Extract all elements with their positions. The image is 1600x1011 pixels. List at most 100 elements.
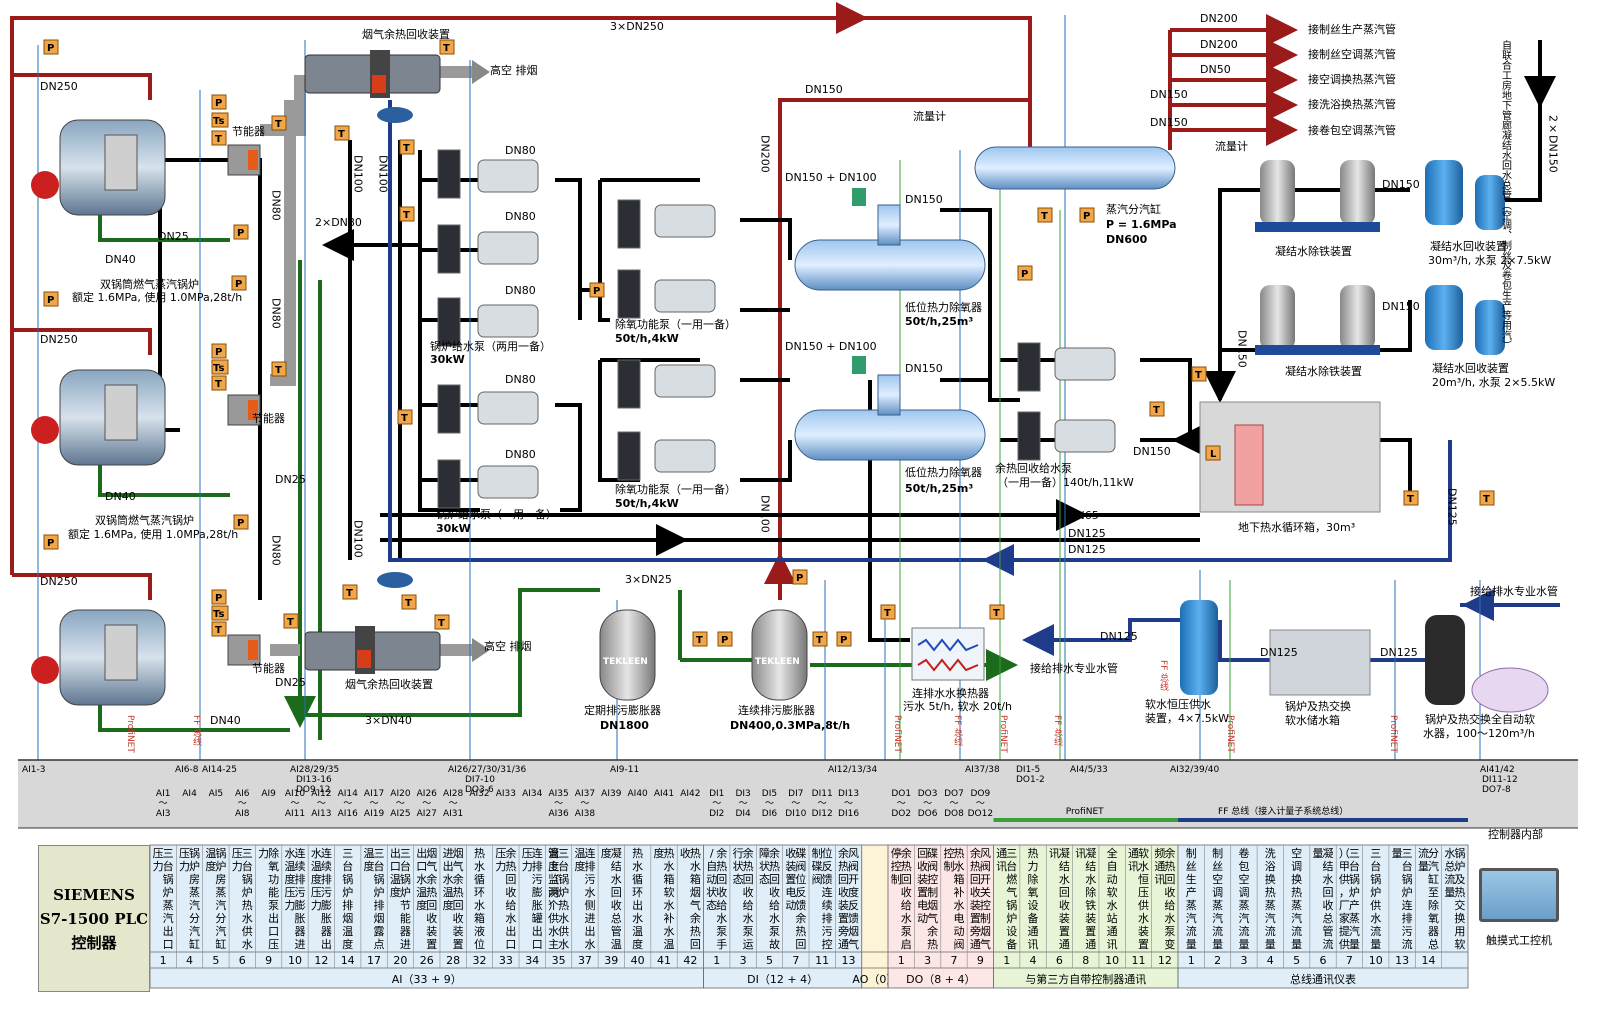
bus-io-8: DO3-6 (465, 785, 494, 795)
column-text: 缸 (215, 937, 226, 951)
label-header-dn: DN600 (1106, 233, 1148, 246)
column-text: 态 (759, 873, 770, 886)
sensor-t: T (1153, 405, 1160, 416)
column-text: 炉 (1370, 886, 1381, 899)
column-text: 余 (505, 846, 516, 860)
column-text: 循 (474, 873, 485, 886)
column-text: 压 (1138, 886, 1149, 899)
column-text: 连 (584, 847, 595, 860)
column-text: 台 (163, 859, 174, 873)
label-soft-storage2: 软水储水箱 (1285, 713, 1340, 727)
column-text: 装 (785, 860, 796, 873)
bus-io-7: DI7-10 (465, 775, 495, 785)
column-text: 量 (1238, 938, 1249, 951)
bus-io-12: DI1-5 (1016, 765, 1040, 775)
column-text: 三 (1402, 847, 1413, 860)
column-text: 回 (795, 938, 806, 951)
column-text: 及 (1454, 873, 1465, 886)
column-text: 收 (901, 885, 912, 899)
column-number: 37 (578, 954, 592, 967)
sensor-p: P (237, 518, 244, 529)
group-label: AO（0） (852, 973, 897, 986)
hmi-panel[interactable]: 触摸式工控机 (1478, 850, 1560, 970)
column-text: 连 (532, 847, 543, 860)
io-label: AI26 (417, 789, 438, 799)
steam-out-size-4: DN150 (1150, 116, 1188, 129)
column-text: 动 (953, 925, 964, 938)
column-text: 产 (1349, 898, 1360, 912)
flow-label-dn100-v: DN100 (759, 495, 772, 533)
io-label: ～ (791, 799, 800, 809)
column-text: 口 (268, 925, 279, 938)
sensor-p: P (215, 593, 222, 604)
column-text: 污 (584, 873, 595, 886)
column-text: 连 (294, 847, 305, 860)
column-text: 量 (1418, 860, 1429, 873)
io-label: AI37 (575, 789, 595, 799)
io-label: AI39 (601, 789, 622, 799)
column-text: 水 (953, 899, 964, 912)
label-iron-removal-a: 凝结水除铁装置 (1275, 244, 1352, 258)
column-text: 进 (584, 912, 595, 925)
column-text: 总 (1444, 859, 1455, 873)
column-number: 9 (265, 954, 272, 967)
label-flue-bottom: 烟气余热回收装置 (345, 677, 433, 691)
column-text: 凝 (1059, 846, 1070, 860)
column-text: 泵 (901, 925, 912, 938)
bus-io-16: AI41/42 (1480, 765, 1515, 775)
column-text: 回 (426, 899, 437, 912)
column-text: 连 (1402, 899, 1413, 912)
column-number: 34 (525, 954, 539, 967)
flow-label-cond-dn150-b: DN150 (1382, 300, 1420, 313)
io-label: DO8 (944, 809, 964, 819)
flow-label-dn125-v: DN125 (1446, 488, 1459, 526)
column-text: 收 (611, 898, 622, 912)
column-text: 自 (706, 860, 717, 873)
column-text: 温 (574, 847, 585, 860)
column-text: 设 (1006, 925, 1017, 938)
column-text: 台 (558, 859, 569, 873)
sensor-t: T (215, 134, 222, 145)
label-deaerator-a-spec: 50t/h,25m³ (905, 315, 973, 328)
io-label: AI11 (285, 809, 305, 819)
column-text: 交 (1454, 898, 1465, 912)
io-label: ～ (370, 799, 379, 809)
steam-header (974, 146, 1176, 190)
column-text: 温 (205, 847, 216, 860)
column-text: 炉 (215, 860, 226, 873)
diagram-labels: 3×DN250 DN250 DN250 DN250 DN40 DN40 DN40… (40, 12, 1560, 753)
label-economizer-2: 节能器 (252, 411, 285, 425)
label-feed-pump-b-kw: 30kW (436, 522, 471, 535)
column-text: 余 (970, 846, 981, 860)
column-text: 度 (342, 937, 353, 951)
column-text: 通 (996, 847, 1007, 860)
label-exhaust-top: 高空 排烟 (490, 63, 538, 77)
sensor-ts: Ts (213, 116, 224, 127)
column-text: 泵 (716, 925, 727, 938)
flow-label-dn150-dn100-b: DN150 + DN100 (785, 340, 877, 353)
column-text: 出 (163, 924, 174, 938)
column-text: 台 (242, 859, 253, 873)
column-text: 量 (1349, 938, 1360, 951)
flow-label-dn125-a: DN125 (1068, 527, 1106, 540)
column-text: 碟 (795, 847, 806, 860)
column-text: 动 (706, 873, 717, 886)
column-text: 口 (532, 938, 543, 951)
sensor-p: P (215, 98, 222, 109)
column-text: 装 (426, 925, 437, 938)
label-flowmeter-a: 流量计 (913, 109, 946, 123)
column-text: 炉 (1006, 912, 1017, 925)
column-text: 锅 (1454, 847, 1465, 860)
column-text: 旁 (970, 924, 981, 938)
column-text: 热 (953, 847, 964, 860)
group-label: 总线通讯仪表 (1290, 972, 1356, 986)
column-text: 热 (927, 938, 938, 951)
column-text: 余 (795, 911, 806, 925)
column-text: 压 (268, 938, 279, 951)
column-text: 压 (311, 886, 322, 899)
column-text: 状 (733, 859, 744, 873)
column-text: 度 (416, 898, 427, 912)
column-text: 回 (917, 847, 928, 860)
column-text: 两 (548, 886, 559, 899)
